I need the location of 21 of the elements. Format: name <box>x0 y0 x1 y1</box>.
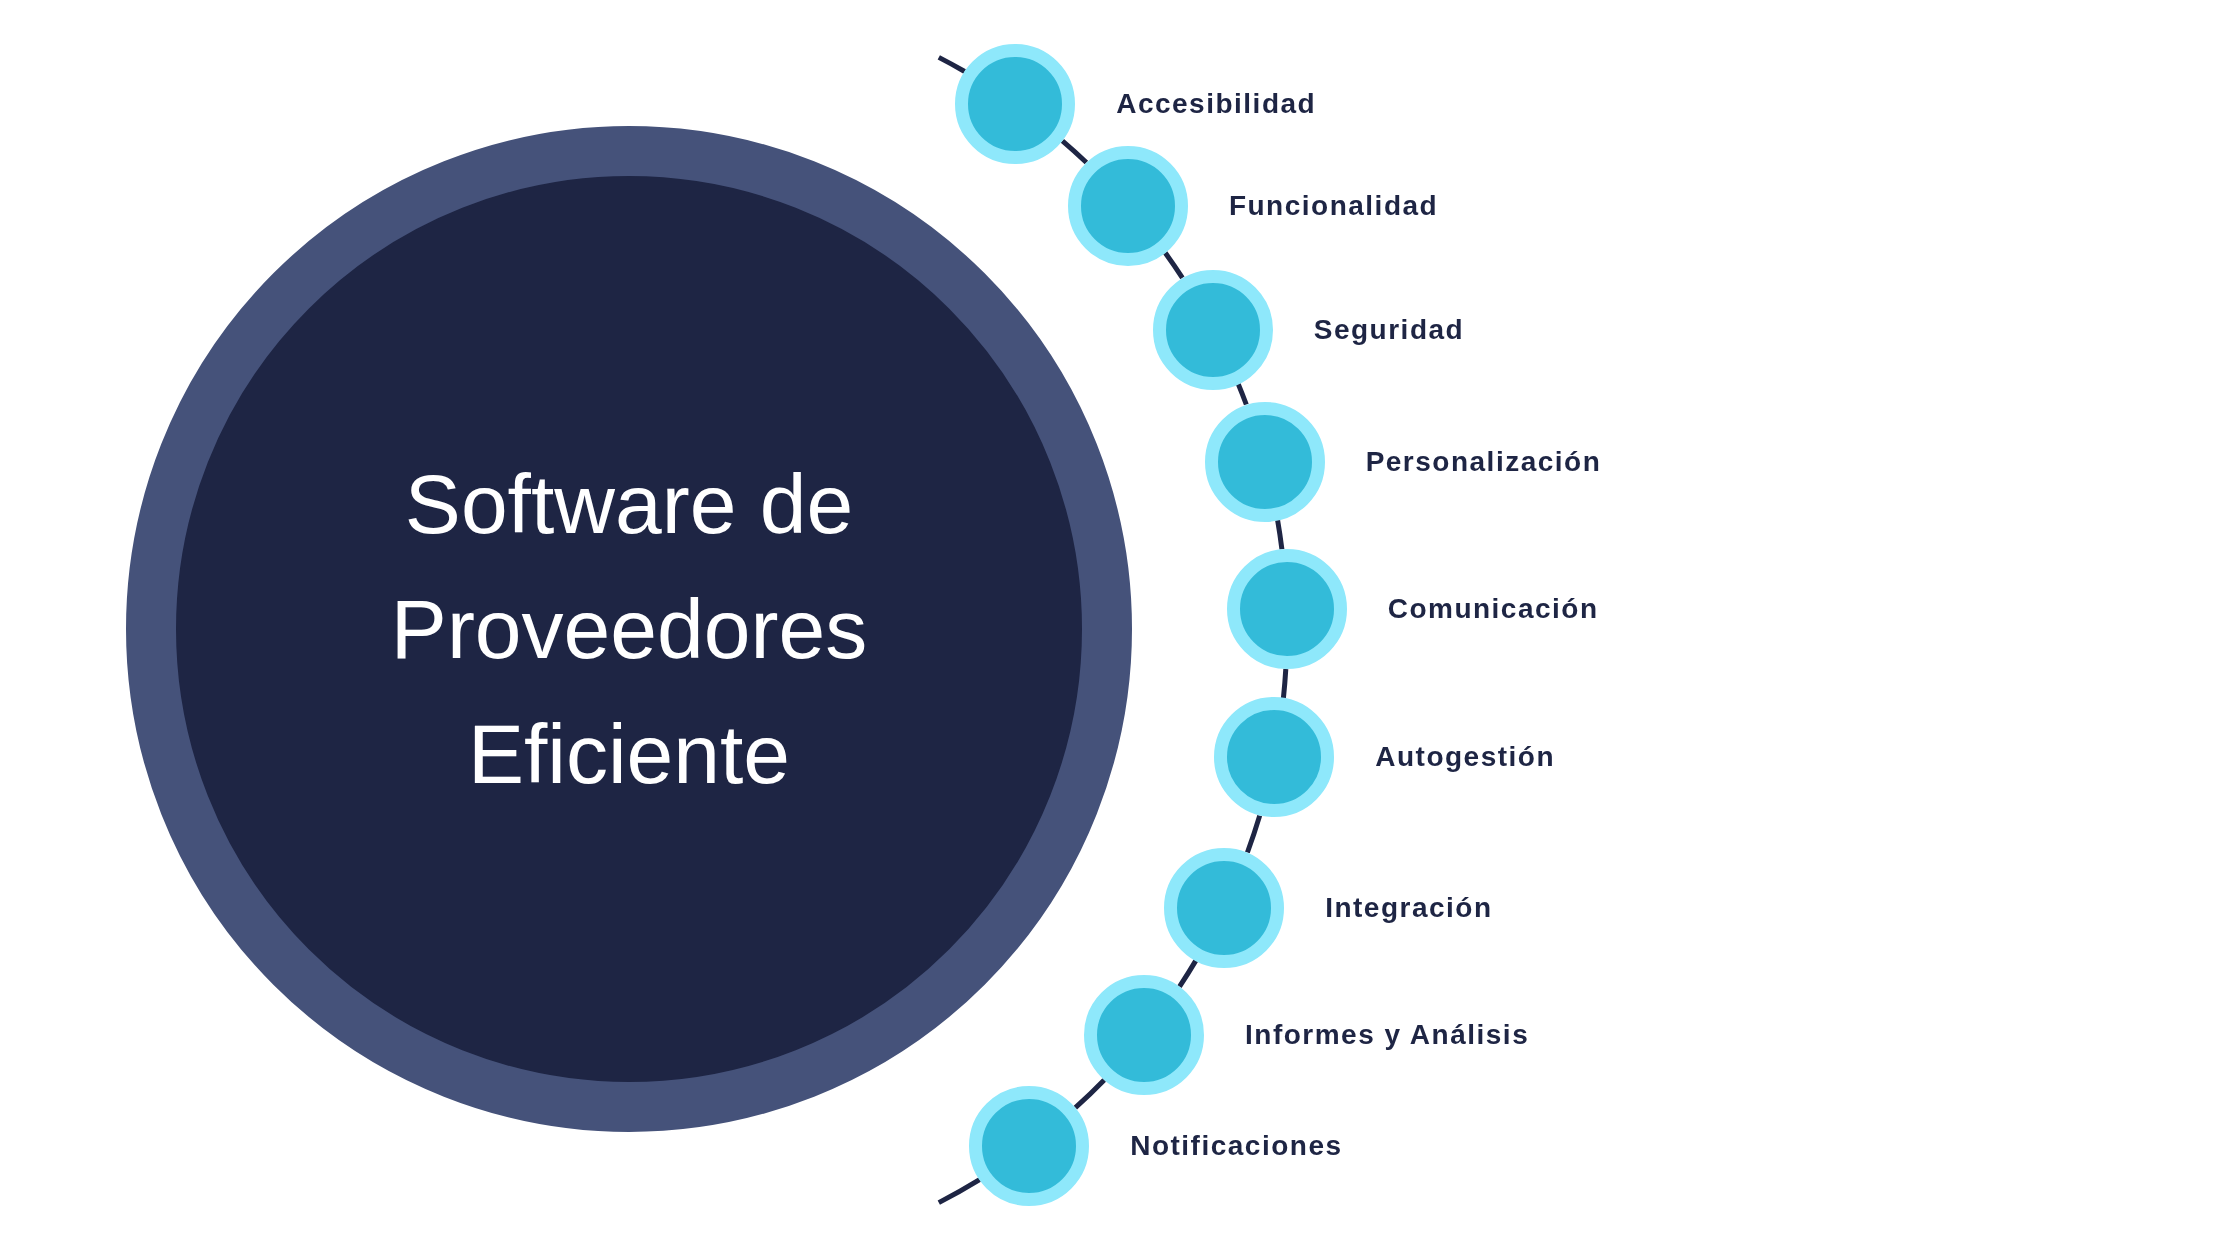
hub-circle <box>126 126 1132 1132</box>
connector-line <box>1275 519 1285 550</box>
node-label: Funcionalidad <box>1228 188 1439 223</box>
connector-line <box>1060 139 1089 165</box>
node-label: Personalización <box>1365 444 1602 479</box>
connector-line <box>1073 1078 1106 1110</box>
connector-line <box>937 55 966 74</box>
node-label: Autogestión <box>1375 740 1556 775</box>
hub-title: Software de Proveedores Eficiente <box>389 455 869 803</box>
node-label: Integración <box>1325 890 1493 925</box>
node-label: Accesibilidad <box>1116 86 1317 121</box>
node-label: Informes y Análisis <box>1245 1017 1530 1052</box>
node-label: Seguridad <box>1313 312 1465 347</box>
connector-line <box>1245 814 1263 854</box>
node-label: Notificaciones <box>1130 1128 1343 1163</box>
connector-line <box>937 1177 981 1205</box>
connector-line <box>1163 251 1185 280</box>
connector-line <box>1177 959 1198 988</box>
node-label: Comunicación <box>1387 592 1599 626</box>
connector-line <box>1280 668 1289 699</box>
connector-line <box>1235 382 1249 406</box>
